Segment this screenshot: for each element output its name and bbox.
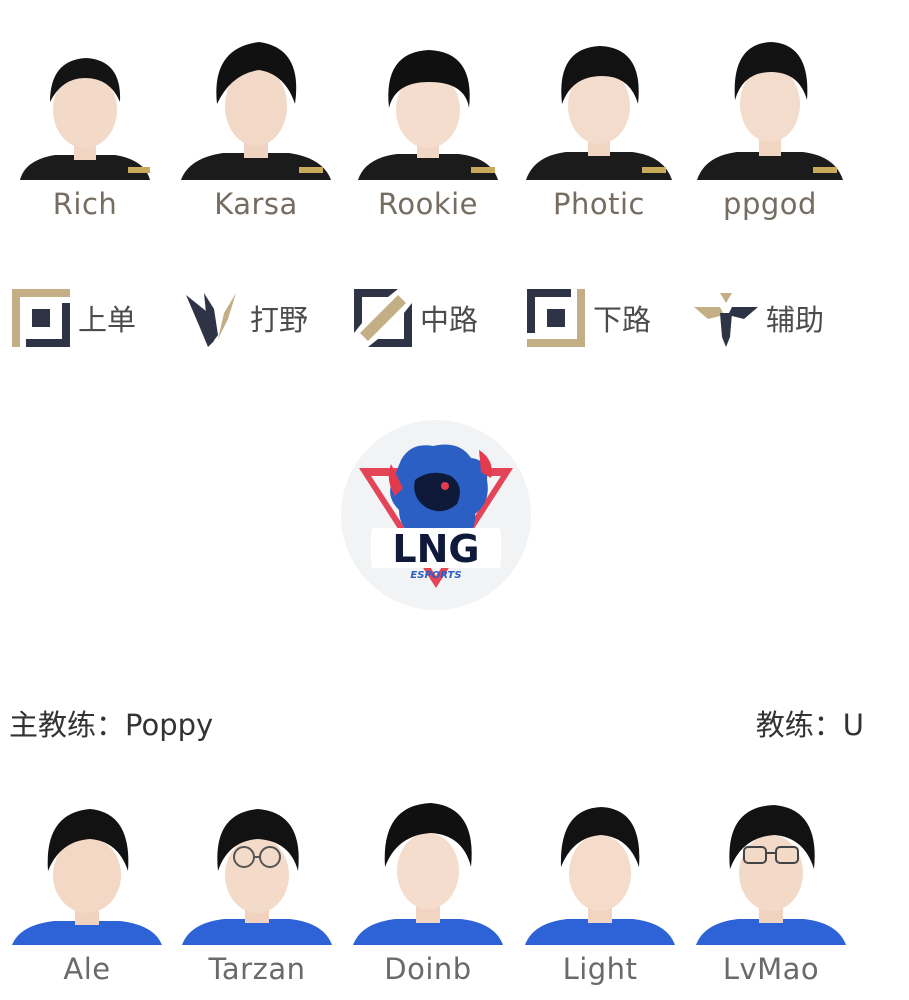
player-card[interactable]: Rookie bbox=[353, 30, 503, 222]
role-label: 下路 bbox=[593, 303, 652, 337]
player-photo bbox=[10, 30, 160, 180]
player-card[interactable]: Karsa bbox=[181, 30, 331, 222]
assistant-coach: 教练：U bbox=[756, 705, 864, 745]
coach-label: 教练： bbox=[755, 708, 843, 742]
support-icon bbox=[694, 293, 758, 347]
player-photo bbox=[524, 30, 674, 180]
player-photo bbox=[696, 795, 846, 945]
role-bot: 下路 bbox=[527, 282, 651, 354]
player-photo bbox=[353, 30, 503, 180]
role-label: 上单 bbox=[78, 303, 137, 337]
player-name: Doinb bbox=[384, 952, 472, 986]
player-card[interactable]: ppgod bbox=[695, 30, 845, 222]
mid-lane-icon bbox=[354, 289, 412, 347]
head-coach: 主教练：Poppy bbox=[9, 705, 213, 745]
head-coach-label: 主教练： bbox=[9, 708, 126, 742]
player-card[interactable]: Rich bbox=[10, 30, 160, 222]
logo-subtext: ESPORTS bbox=[410, 570, 461, 581]
role-jungle: 打野 bbox=[184, 282, 308, 354]
player-card[interactable]: LvMao bbox=[696, 795, 846, 987]
player-name: Tarzan bbox=[208, 952, 306, 986]
player-photo bbox=[695, 30, 845, 180]
player-photo bbox=[182, 795, 332, 945]
head-coach-name: Poppy bbox=[125, 708, 214, 742]
role-support: 辅助 bbox=[694, 282, 824, 354]
role-label: 打野 bbox=[250, 303, 309, 337]
role-label: 辅助 bbox=[766, 303, 825, 337]
team2-player-row: Ale Tarzan Doinb bbox=[0, 795, 909, 995]
team1-player-row: Rich Karsa Rookie bbox=[0, 30, 909, 230]
player-card[interactable]: Tarzan bbox=[182, 795, 332, 987]
player-name: Ale bbox=[63, 952, 111, 986]
player-name: ppgod bbox=[723, 187, 817, 221]
role-mid: 中路 bbox=[354, 282, 478, 354]
top-lane-icon bbox=[12, 289, 70, 347]
player-card[interactable]: Doinb bbox=[353, 795, 503, 987]
coach-name: U bbox=[842, 708, 864, 742]
player-name: Photic bbox=[553, 187, 645, 221]
logo-wordmark: LNG bbox=[392, 527, 479, 571]
team-logo: LNG ESPORTS bbox=[341, 420, 531, 610]
player-photo bbox=[12, 795, 162, 945]
player-card[interactable]: Light bbox=[525, 795, 675, 987]
player-name: Rookie bbox=[377, 187, 479, 221]
player-photo bbox=[181, 30, 331, 180]
role-top: 上单 bbox=[12, 282, 136, 354]
player-name: LvMao bbox=[722, 952, 820, 986]
player-name: Light bbox=[562, 952, 638, 986]
bot-lane-icon bbox=[527, 289, 585, 347]
player-card[interactable]: Ale bbox=[12, 795, 162, 987]
player-photo bbox=[353, 795, 503, 945]
player-photo bbox=[525, 795, 675, 945]
role-legend: 上单 打野 中路 下路 辅助 bbox=[0, 282, 909, 354]
role-label: 中路 bbox=[420, 303, 479, 337]
player-name: Rich bbox=[52, 187, 118, 221]
player-card[interactable]: Photic bbox=[524, 30, 674, 222]
jungle-icon bbox=[186, 293, 236, 347]
player-name: Karsa bbox=[214, 187, 298, 221]
